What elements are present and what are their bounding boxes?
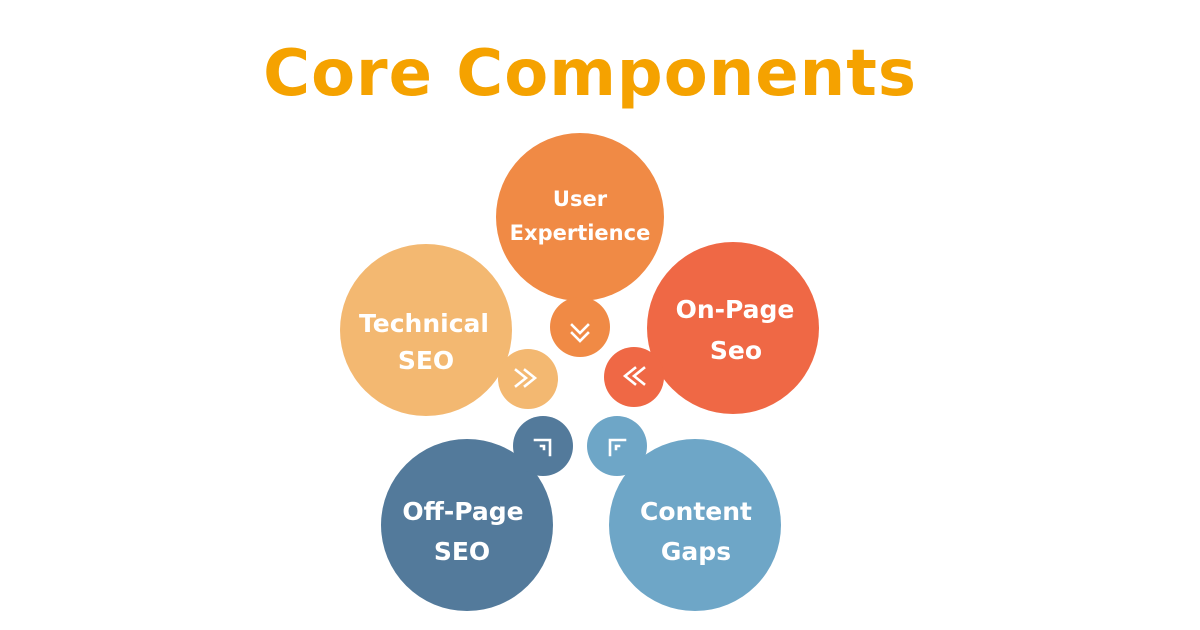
technical-seo-label-line2: SEO: [398, 346, 454, 375]
technical-seo-bubble: [340, 244, 512, 416]
user-experience-label-line2: Expertience: [510, 221, 651, 245]
off-page-seo-bubble: [381, 439, 553, 611]
double-chevron-down-icon: [570, 323, 590, 343]
content-gaps-bubble: [609, 439, 781, 611]
double-chevron-right-icon: [514, 368, 538, 388]
component-technical-seo: Technical SEO: [340, 244, 558, 416]
component-content-gaps: Content Gaps: [587, 416, 781, 611]
on-page-seo-label-line2: Seo: [710, 336, 762, 365]
component-user-experience: User Expertience: [496, 133, 664, 357]
component-on-page-seo: On-Page Seo: [604, 242, 819, 414]
on-page-seo-label-line1: On-Page: [676, 295, 795, 324]
double-chevron-left-icon: [622, 366, 646, 386]
technical-seo-knob: [498, 349, 558, 409]
off-page-seo-label-line2: SEO: [434, 537, 490, 566]
corner-arrow-up-right-icon: [533, 438, 552, 457]
technical-seo-label-line1: Technical: [359, 309, 489, 338]
content-gaps-label-line1: Content: [640, 497, 752, 526]
user-experience-label-line1: User: [553, 187, 608, 211]
content-gaps-label-line2: Gaps: [661, 537, 731, 566]
user-experience-knob: [550, 297, 610, 357]
page-title: Core Components: [263, 37, 917, 111]
corner-arrow-up-left-icon: [608, 438, 627, 457]
off-page-seo-label-line1: Off-Page: [402, 497, 523, 526]
component-off-page-seo: Off-Page SEO: [381, 416, 573, 611]
on-page-seo-bubble: [647, 242, 819, 414]
user-experience-bubble: [496, 133, 664, 301]
